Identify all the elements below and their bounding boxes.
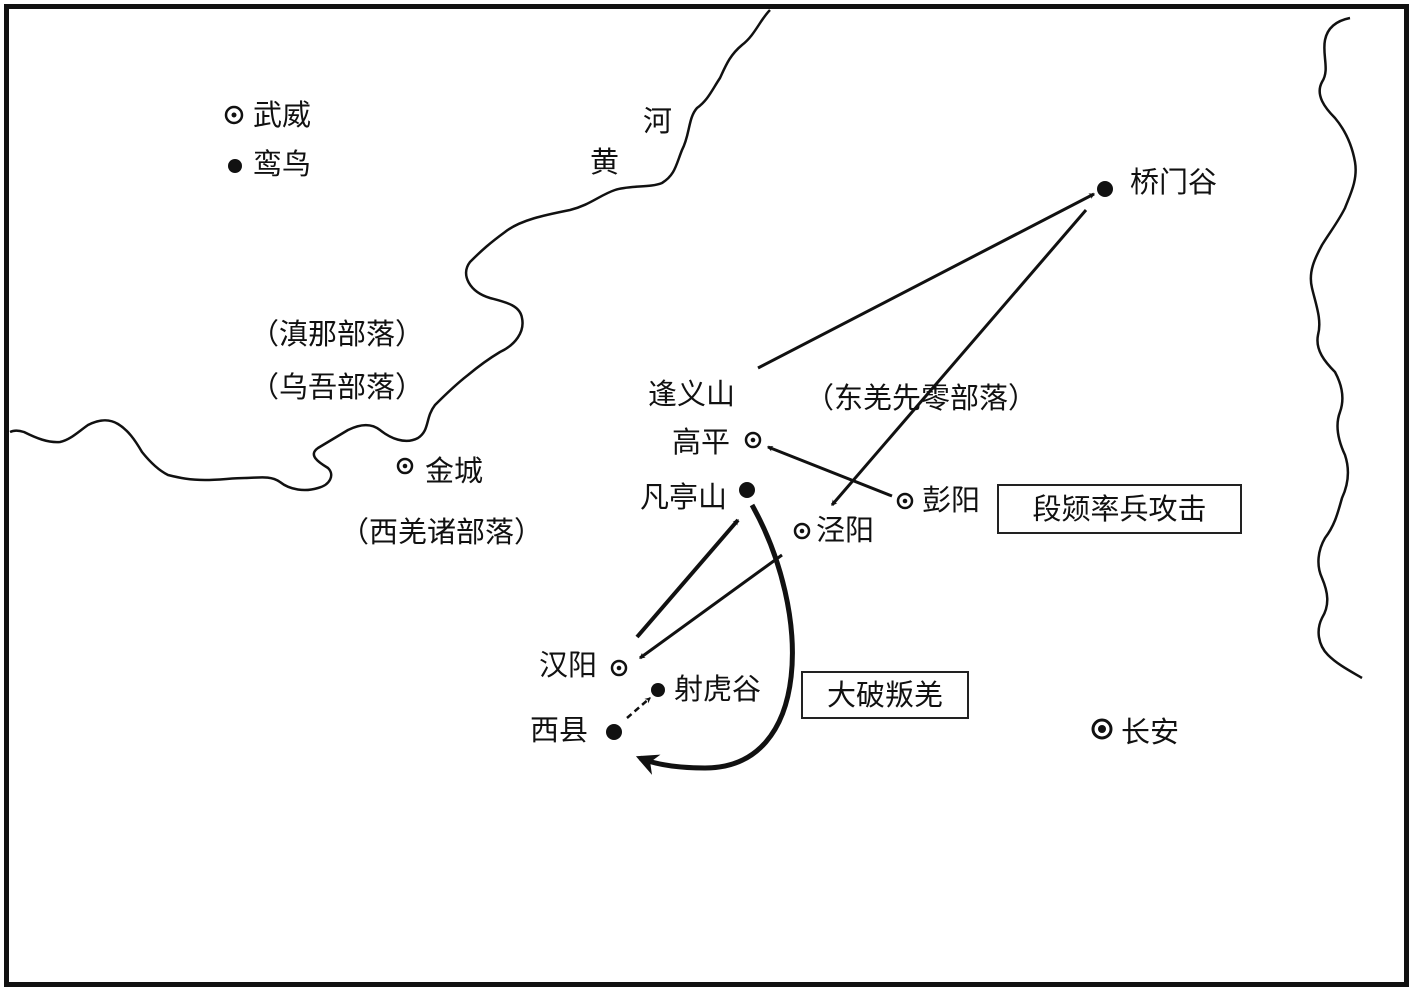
marker-hanyang [610,659,628,677]
marker-qiaomengu [1097,181,1113,197]
marker-wuwei [224,105,244,125]
arrow-xixian-to-shehugu [626,697,651,719]
place-label-fantingshan: 凡亭山 [640,480,728,514]
place-label-changan: 长安 [1121,715,1180,749]
marker-jincheng [396,457,414,475]
attack-annotation-box: 段颎率兵攻击 [997,484,1242,534]
right-boundary-line [1309,16,1363,680]
marker-jingyang [793,522,811,540]
marker-xixian [606,724,622,740]
place-label-fengyishan: 逢义山 [648,377,736,411]
river-label-huang: 黄 [590,145,620,179]
tribe-label-dianna: （滇那部落） [250,317,425,351]
arrow-jingyang-to-hanyang [639,553,783,660]
place-label-xixian: 西县 [530,713,589,747]
place-label-gaoping: 高平 [672,425,731,459]
place-label-qiaomengu: 桥门谷 [1130,165,1218,199]
marker-gaoping [744,431,762,449]
yellow-river-line [9,9,771,492]
marker-pengyang [896,492,914,510]
tribe-label-wuwu: （乌吾部落） [250,370,425,404]
arrow-fengyishan-to-qiaomengu [757,192,1096,370]
place-label-luanniao: 鸾鸟 [253,147,312,181]
victory-annotation-box: 大破叛羌 [801,671,969,719]
place-label-jingyang: 泾阳 [816,513,875,547]
arrow-pengyang-to-gaoping [766,445,893,498]
river-label-he: 河 [643,104,673,138]
marker-changan [1091,718,1113,740]
place-label-hanyang: 汉阳 [539,648,598,682]
place-label-jincheng: 金城 [425,454,484,488]
arrow-hanyang-to-fantingshan [635,518,740,639]
place-label-shehugu: 射虎谷 [674,672,762,706]
marker-fantingshan [739,482,755,498]
tribe-label-dongqiang: （东羌先零部落） [805,381,1038,415]
place-label-pengyang: 彭阳 [922,483,981,517]
place-label-wuwei: 武威 [253,98,312,132]
marker-luanniao [228,159,242,173]
arrow-fantingshan-to-xixian [635,503,795,775]
marker-shehugu [651,683,665,697]
tribe-label-xiqiang: （西羌诸部落） [340,515,544,549]
arrow-qiaomengu-to-jingyang [830,209,1088,506]
